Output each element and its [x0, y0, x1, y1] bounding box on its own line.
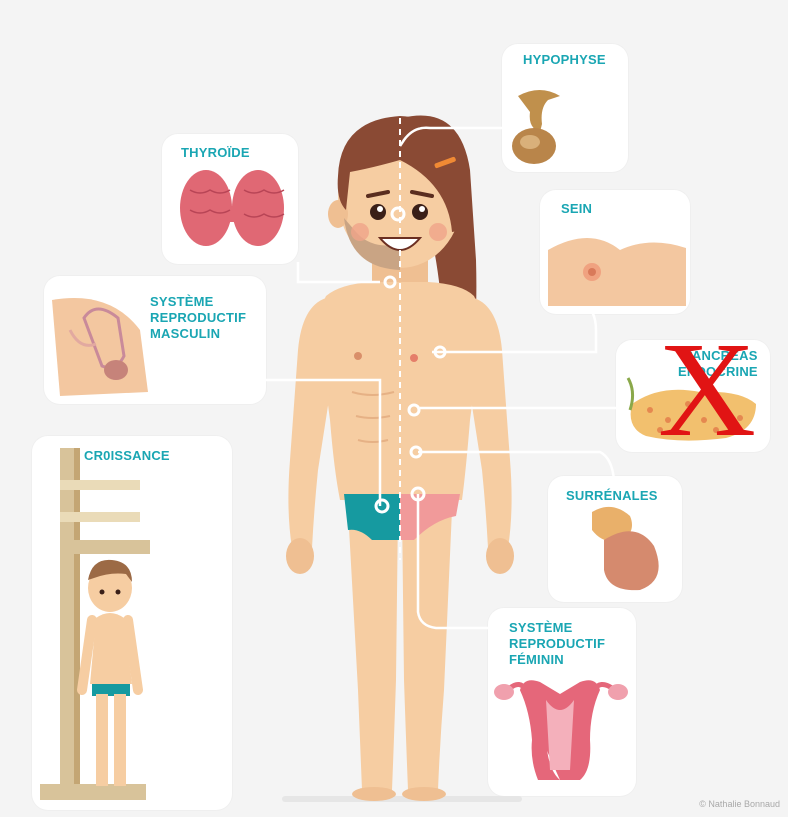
left-cheek [351, 223, 369, 241]
right-leg [402, 510, 452, 790]
hypophyse-icon [512, 90, 560, 164]
right-foot [402, 787, 446, 801]
sein-icon [548, 238, 686, 306]
croissance-icon [40, 448, 150, 800]
thyroide-label: THYROÏDE [181, 145, 250, 160]
hypophyse-label: HYPOPHYSE [523, 52, 606, 67]
cross-mark: X [652, 328, 762, 452]
credit-text: © Nathalie Bonnaud [699, 799, 780, 809]
right-cheek [429, 223, 447, 241]
floor-line [282, 796, 522, 802]
feminin-label-line3: FÉMININ [509, 652, 564, 667]
surrenales-label: SURRÉNALES [566, 488, 658, 503]
left-hand [286, 538, 314, 574]
torso [319, 282, 481, 500]
croissance-label: CR0ISSANCE [84, 448, 170, 463]
right-hand [486, 538, 514, 574]
left-foot [352, 787, 396, 801]
masculin-label-line1: SYSTÈME [150, 294, 214, 309]
masculin-label-line3: MASCULIN [150, 326, 220, 341]
right-eye [412, 204, 428, 220]
right-arm [468, 298, 512, 548]
feminin-label-line1: SYSTÈME [509, 620, 573, 635]
thyroide-icon [180, 170, 284, 246]
feminin-label-line2: REPRODUCTIF [509, 636, 605, 651]
left-eye [370, 204, 386, 220]
male-nipple [354, 352, 362, 360]
left-arm [288, 298, 332, 548]
masculin-icon [52, 298, 148, 396]
female-nipple [410, 354, 418, 362]
surrenales-icon [592, 507, 659, 590]
feminin-icon [494, 680, 628, 780]
sein-label: SEIN [561, 201, 592, 216]
left-leg [348, 510, 398, 790]
masculin-label-line2: REPRODUCTIF [150, 310, 246, 325]
